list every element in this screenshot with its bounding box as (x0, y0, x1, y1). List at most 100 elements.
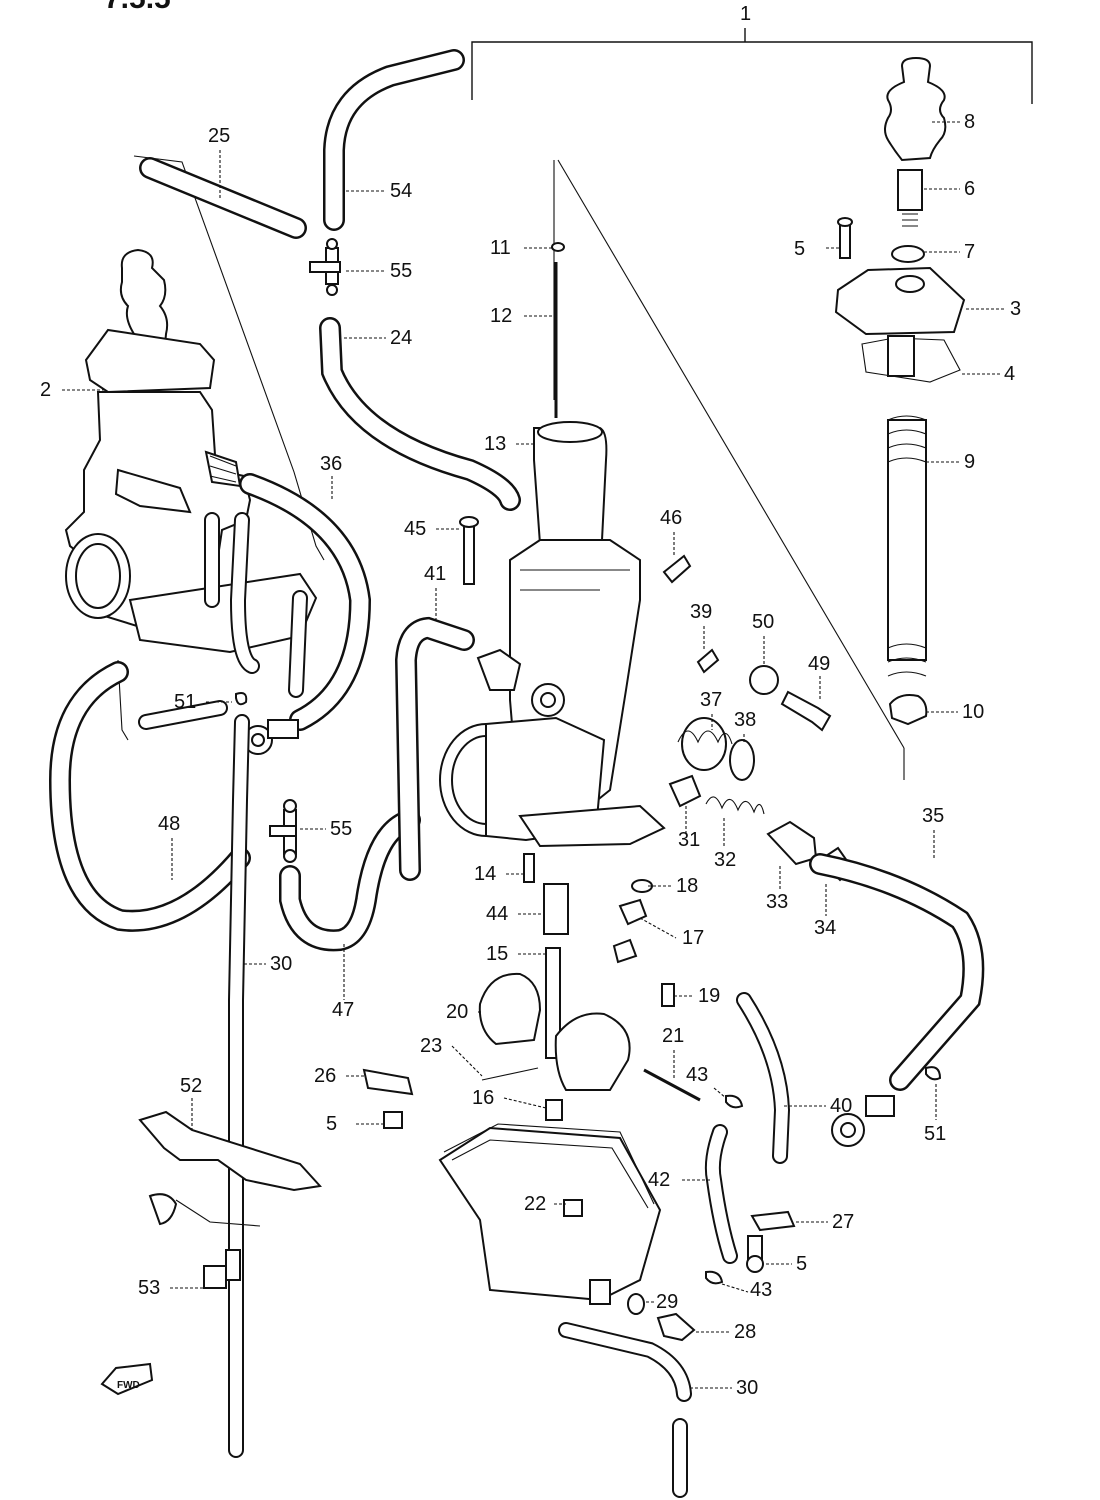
part-22 (563, 1199, 583, 1217)
callout-38: 38 (734, 709, 756, 731)
slide-10 (888, 694, 928, 726)
callout-44: 44 (486, 903, 508, 925)
callout-29: 29 (656, 1291, 678, 1313)
callout-2: 2 (40, 379, 51, 401)
pin-21 (643, 1068, 701, 1102)
screw-5-right (746, 1235, 764, 1273)
callout-15: 15 (486, 943, 508, 965)
callout-54: 54 (390, 180, 412, 202)
leader-line-43 (713, 1087, 727, 1099)
callout-5: 5 (796, 1253, 807, 1275)
callout-22: 22 (524, 1193, 546, 1215)
callout-9: 9 (964, 451, 975, 473)
part-16 (545, 1099, 563, 1121)
callout-5: 5 (326, 1113, 337, 1135)
leader-line-17 (639, 917, 677, 939)
callout-5: 5 (794, 238, 805, 260)
callout-11: 11 (490, 237, 511, 259)
hose-30-long (228, 714, 250, 1458)
clip-43-lower (705, 1270, 724, 1285)
callout-14: 14 (474, 863, 496, 885)
washer-18 (631, 879, 653, 893)
callout-6: 6 (964, 178, 975, 200)
callout-27: 27 (832, 1211, 854, 1233)
leader-line-43 (721, 1283, 749, 1293)
hose-24 (319, 317, 521, 511)
washer-29 (627, 1293, 645, 1315)
fuel-cock-left (243, 719, 299, 755)
float-arm-23 (481, 1067, 539, 1081)
screw-14 (523, 853, 535, 883)
needle-jet-15 (545, 947, 561, 1059)
t-fitting-55-upper (309, 238, 341, 296)
callout-47: 47 (332, 999, 354, 1021)
callout-25: 25 (208, 125, 230, 147)
float-bowl (438, 1123, 662, 1305)
callout-45: 45 (404, 518, 426, 540)
hose-30-bottom (558, 1322, 692, 1498)
callout-36: 36 (320, 453, 342, 475)
boot-8 (884, 56, 947, 162)
callout-51: 51 (924, 1123, 946, 1145)
screw-46 (662, 554, 692, 584)
callout-18: 18 (676, 875, 698, 897)
callout-19: 19 (698, 985, 720, 1007)
callout-21: 21 (662, 1025, 684, 1047)
callout-46: 46 (660, 507, 682, 529)
screw-5-bowl (383, 1111, 403, 1129)
callout-10: 10 (962, 701, 984, 723)
leader-line-16 (503, 1097, 547, 1109)
callout-13: 13 (484, 433, 506, 455)
hose-35 (809, 853, 985, 1147)
hose-48 (48, 661, 251, 932)
callout-23: 23 (420, 1035, 442, 1057)
hose-42 (704, 1124, 738, 1264)
leader-line-23 (451, 1045, 483, 1077)
callout-4: 4 (1004, 363, 1015, 385)
main-carburetor-body (439, 159, 905, 848)
callout-8: 8 (964, 111, 975, 133)
cap-tube (887, 335, 915, 377)
callout-17: 17 (682, 927, 704, 949)
diagram-title: 7.5.5 (104, 0, 171, 15)
valve-33 (766, 820, 818, 866)
front-arrow-icon: FWD (100, 1362, 154, 1396)
washer-38 (729, 739, 755, 781)
callout-26: 26 (314, 1065, 336, 1087)
clip-51-left (235, 692, 248, 706)
callout-28: 28 (734, 1321, 756, 1343)
spring-9 (887, 415, 927, 677)
callout-37: 37 (700, 689, 722, 711)
adjuster-6 (897, 169, 923, 227)
callout-24: 24 (390, 327, 412, 349)
callout-35: 35 (922, 805, 944, 827)
callout-50: 50 (752, 611, 774, 633)
spring-37 (677, 717, 733, 771)
callout-1: 1 (740, 3, 751, 25)
front-arrow-text: FWD (117, 1380, 140, 1391)
callout-7: 7 (964, 241, 975, 263)
callout-55: 55 (330, 818, 352, 840)
left-carburetor-assembly (64, 155, 325, 741)
fitting-31 (668, 774, 702, 808)
callout-31: 31 (678, 829, 700, 851)
callout-16: 16 (472, 1087, 494, 1109)
assembly-bracket (471, 28, 1033, 104)
hose-25 (139, 157, 307, 239)
callout-32: 32 (714, 849, 736, 871)
callout-40: 40 (830, 1095, 852, 1117)
spring-32 (705, 796, 765, 815)
float-20 (478, 972, 631, 1091)
tube-left (138, 700, 228, 730)
screw-19 (661, 983, 675, 1007)
callout-34: 34 (814, 917, 836, 939)
cap-50 (749, 665, 779, 695)
callout-48: 48 (158, 813, 180, 835)
callout-43: 43 (750, 1279, 772, 1301)
callout-52: 52 (180, 1075, 202, 1097)
screw-5-top (837, 217, 853, 259)
jets-17 (612, 898, 648, 964)
bracket-52 (138, 1110, 322, 1227)
